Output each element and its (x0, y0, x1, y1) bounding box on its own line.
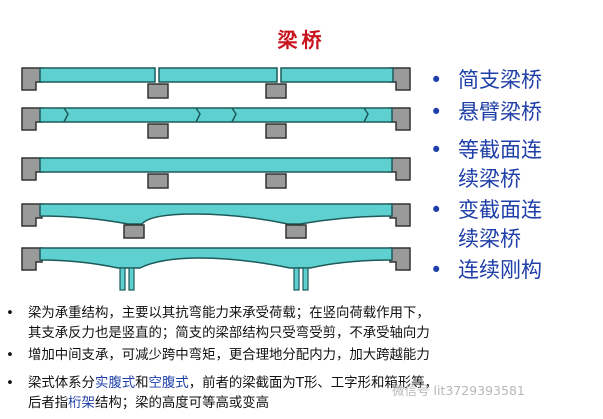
continuous-variable-section-bridge (21, 203, 411, 239)
diagram-title: 梁桥 (277, 28, 326, 52)
bridge-type-label: 简支梁桥 (458, 68, 542, 92)
highlight-solid-web: 实腹式 (94, 376, 136, 391)
bullet: • (430, 138, 443, 162)
bridge-type-label: 等截面连 (458, 138, 542, 162)
bullet: • (430, 68, 443, 92)
note-segment: 和 (135, 376, 149, 391)
bridge-type-label: 续梁桥 (458, 167, 521, 191)
highlight-truss: 桁架 (68, 396, 95, 411)
bridge-type-label: 连续刚构 (458, 258, 542, 282)
note-text: 梁为承重结构，主要以其抗弯能力来承受荷载；在竖向荷载作用下， (28, 306, 430, 321)
bullet: • (430, 258, 443, 282)
bullet: • (6, 376, 14, 391)
note-segment: 后者指 (28, 396, 69, 411)
bridge-type-label: 续梁桥 (458, 227, 521, 251)
note-segment: ，前者的梁截面为T形、工字形和箱形等， (188, 376, 438, 391)
bullet: • (430, 198, 443, 222)
note-text: 增加中间支承，可减少跨中弯矩，更合理地分配内力，加大跨越能力 (28, 348, 430, 363)
bullet: • (430, 100, 443, 124)
highlight-open-web: 空腹式 (148, 376, 189, 391)
note-text: 后者指桁架结构；梁的高度可等高或变高 (28, 394, 269, 414)
bullet: • (6, 306, 14, 321)
bridge-type-label: 变截面连 (458, 198, 542, 222)
note-segment: 结构；梁的高度可等高或变高 (94, 396, 270, 411)
wechat-watermark: 微信号 lit3729393581 (392, 383, 525, 398)
continuous-rigid-frame-bridge (21, 247, 411, 291)
note-segment: 梁式体系分 (28, 376, 95, 391)
bridge-type-label: 悬臂梁桥 (458, 100, 542, 124)
note-text: 梁式体系分实腹式和空腹式，前者的梁截面为T形、工字形和箱形等， (28, 374, 438, 394)
continuous-constant-section-bridge (21, 157, 411, 189)
note-text: 其支承反力也是竖直的；简支的梁部结构只受弯受剪，不承受轴向力 (28, 326, 430, 341)
simple-span-bridge (21, 67, 411, 99)
cantilever-bridge (21, 107, 411, 139)
bullet: • (6, 348, 14, 363)
